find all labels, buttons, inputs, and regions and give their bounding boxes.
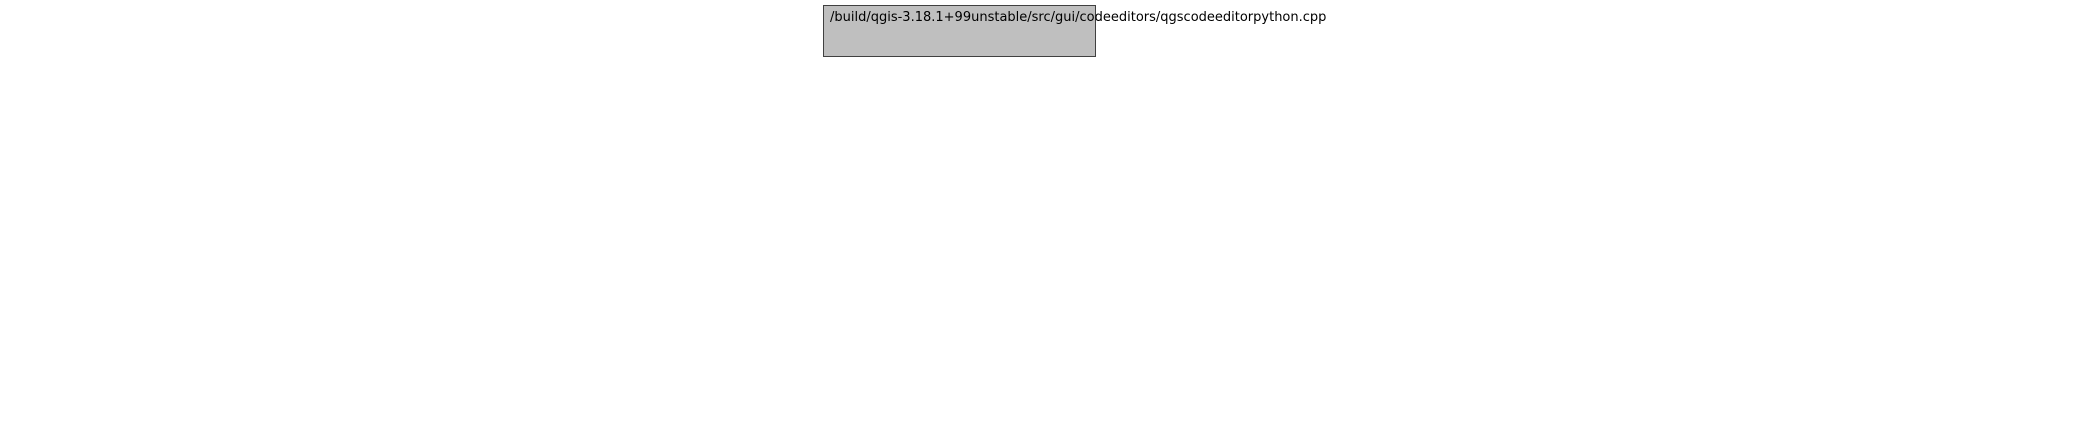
root-file-node: /build/qgis-3.18.1 +99unstable/src/gui /… [823, 5, 1326, 57]
root-path-line-1: /build/qgis-3.18.1 [830, 10, 944, 25]
root-path-line-2: +99unstable/src/gui [943, 10, 1076, 25]
root-path-line-3: /codeeditors/qgscodeeditorpython.cpp [1075, 10, 1327, 25]
